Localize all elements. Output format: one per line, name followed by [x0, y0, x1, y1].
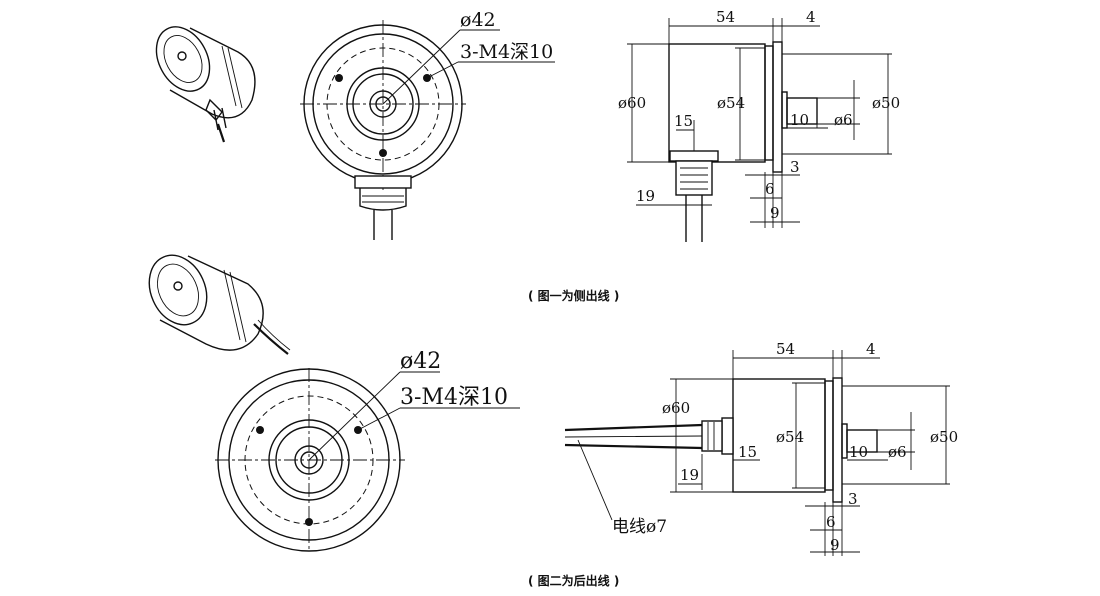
- dim-dia60-2: ø60: [662, 399, 690, 417]
- dim-54-1: 54: [716, 8, 735, 26]
- dim-3-1: 3: [790, 158, 800, 176]
- dim-9-1: 9: [770, 204, 780, 222]
- dim-19-2: 19: [680, 466, 699, 484]
- dim-54-2: 54: [776, 340, 795, 358]
- side-view-1: 54 4 ø60 ø54 ø50 10 ø6 15 19 3 6 9: [618, 8, 900, 242]
- dim-15-1: 15: [674, 112, 693, 130]
- holes-label-1: 3-M4深10: [460, 41, 553, 63]
- side-view-2: 54 4 ø60 ø54 ø50 10 ø6 15 19 3 6 9 电线ø7: [564, 340, 958, 556]
- dim-dia6-2: ø6: [888, 443, 907, 461]
- dim-3-2: 3: [848, 490, 858, 508]
- caption-figure-2: ( 图二为后出线 ): [528, 574, 620, 588]
- encoder-perspective-sketch-1: [155, 26, 256, 143]
- holes-label-2: 3-M4深10: [400, 385, 508, 410]
- dim-dia6-1: ø6: [834, 111, 853, 129]
- caption-figure-1: ( 图一为侧出线 ): [528, 289, 620, 303]
- dim-dia54-2: ø54: [776, 428, 804, 446]
- front-dia-label-2: ø42: [400, 349, 441, 374]
- dim-dia60-1: ø60: [618, 94, 646, 112]
- dim-4-1: 4: [806, 8, 816, 26]
- dim-10-2: 10: [849, 443, 868, 461]
- dim-9-2: 9: [830, 536, 840, 554]
- front-view-2: ø42 3-M4深10: [215, 349, 520, 552]
- front-view-1: ø42 3-M4深10: [300, 9, 555, 240]
- dim-15-2: 15: [738, 443, 757, 461]
- encoder-perspective-sketch-2: [148, 254, 291, 355]
- dim-dia50-1: ø50: [872, 94, 900, 112]
- front-dia-label-1: ø42: [460, 9, 496, 31]
- dim-4-2: 4: [866, 340, 876, 358]
- dim-6-2: 6: [826, 513, 836, 531]
- dim-dia54-1: ø54: [717, 94, 745, 112]
- dim-19-1: 19: [636, 187, 655, 205]
- dim-dia50-2: ø50: [930, 428, 958, 446]
- cable-label-2: 电线ø7: [612, 517, 667, 537]
- dim-10-1: 10: [790, 111, 809, 129]
- dim-6-1: 6: [765, 180, 775, 198]
